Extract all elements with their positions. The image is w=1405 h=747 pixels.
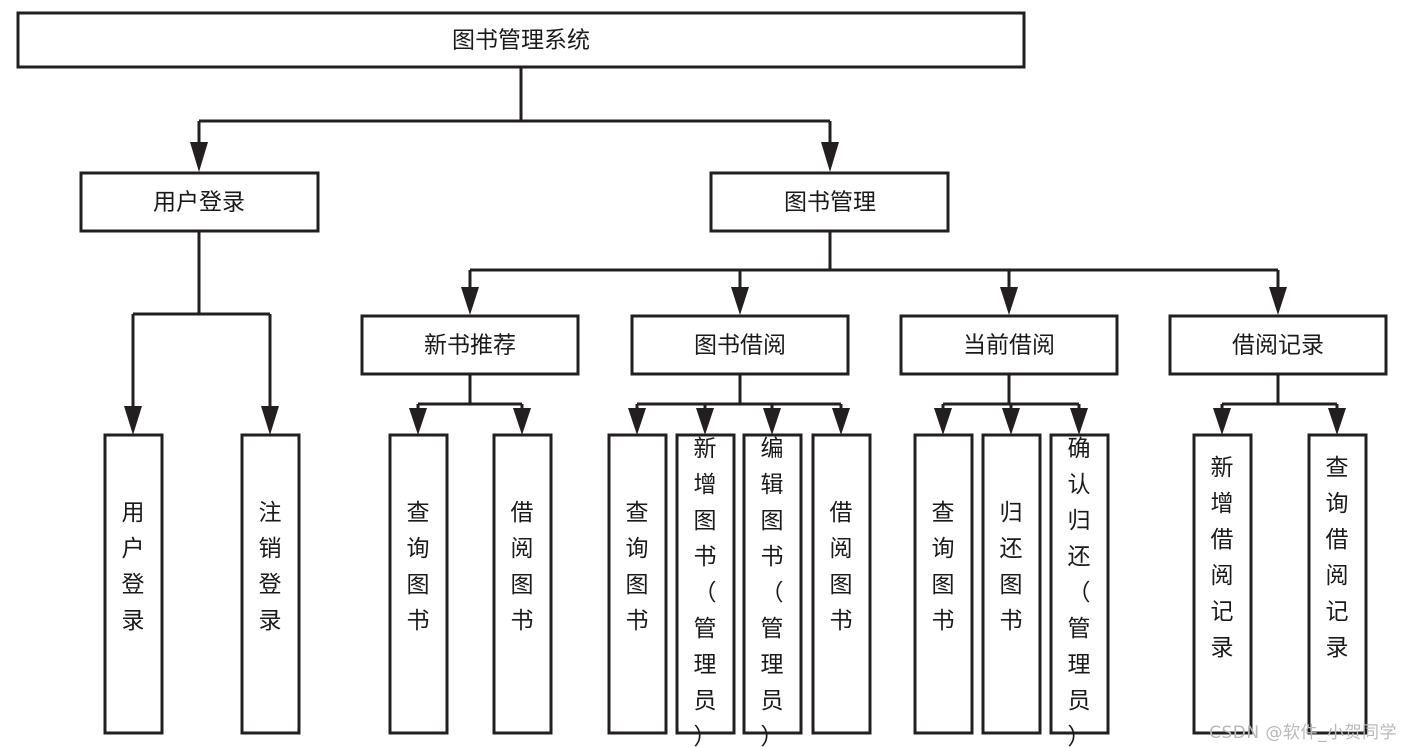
arrow-bookmgmt-c3 bbox=[1000, 287, 1018, 315]
node-current-borrow[interactable]: 当前借阅 bbox=[899, 314, 1119, 376]
arrow-borrowbook-leaf3 bbox=[763, 408, 781, 435]
arrow-borrowbook-leaf4 bbox=[832, 408, 850, 435]
arrow-currentborrow-leaf2 bbox=[1002, 408, 1020, 435]
node-new-book-recommend-box bbox=[360, 314, 580, 376]
leaf-borrow-edit-book-label: 编辑图书（管理员） bbox=[761, 436, 784, 747]
leaf-current-confirm-return-box bbox=[1049, 433, 1110, 735]
arrow-root-to-book-mgmt bbox=[821, 142, 839, 172]
node-current-borrow-box bbox=[899, 314, 1119, 376]
leaf-current-query-book-label: 查询图书 bbox=[932, 500, 955, 634]
leaf-current-confirm-return[interactable]: 确认归还（管理员） bbox=[1049, 433, 1110, 747]
leaf-borrow-query-book-label: 查询图书 bbox=[626, 500, 649, 634]
leaf-user-login-signin[interactable]: 用户登录 bbox=[103, 433, 164, 735]
leaf-borrow-borrow-book-label: 借阅图书 bbox=[830, 500, 853, 634]
leaf-user-login-logout-box bbox=[240, 433, 301, 735]
leaf-newbook-borrow-book-box bbox=[492, 433, 553, 735]
leaf-current-query-book-box bbox=[913, 433, 974, 735]
node-borrow-record[interactable]: 借阅记录 bbox=[1168, 314, 1388, 376]
leaf-record-add-record[interactable]: 新增借阅记录 bbox=[1192, 433, 1253, 735]
leaf-record-add-record-box bbox=[1192, 433, 1253, 735]
arrow-bookmgmt-c4 bbox=[1269, 287, 1287, 315]
leaf-borrow-borrow-book[interactable]: 借阅图书 bbox=[811, 433, 872, 735]
leaf-newbook-borrow-book-label: 借阅图书 bbox=[511, 500, 534, 634]
leaf-borrow-query-book[interactable]: 查询图书 bbox=[607, 433, 668, 735]
leaf-current-query-book[interactable]: 查询图书 bbox=[913, 433, 974, 735]
node-root-box bbox=[16, 11, 1026, 69]
leaf-user-login-logout[interactable]: 注销登录 bbox=[240, 433, 301, 735]
node-new-book-recommend[interactable]: 新书推荐 bbox=[360, 314, 580, 376]
node-book-management-box bbox=[709, 171, 950, 233]
leaf-current-return-book-box bbox=[981, 433, 1042, 735]
leaf-user-login-logout-label: 注销登录 bbox=[259, 500, 282, 634]
arrow-bookmgmt-c1 bbox=[461, 287, 479, 315]
node-user-login-label: 用户登录 bbox=[153, 190, 245, 216]
node-book-borrow[interactable]: 图书借阅 bbox=[630, 314, 850, 376]
leaf-borrow-add-book[interactable]: 新增图书（管理员） bbox=[675, 433, 736, 747]
node-current-borrow-label: 当前借阅 bbox=[963, 333, 1055, 359]
node-borrow-record-box bbox=[1168, 314, 1388, 376]
leaf-user-login-signin-label: 用户登录 bbox=[122, 500, 145, 634]
leaf-borrow-query-book-box bbox=[607, 433, 668, 735]
arrow-newbook-leaf2 bbox=[513, 408, 531, 435]
leaf-newbook-query-book-label: 查询图书 bbox=[407, 500, 430, 634]
node-root-system[interactable]: 图书管理系统 bbox=[16, 11, 1026, 69]
arrow-currentborrow-leaf1 bbox=[934, 408, 952, 435]
leaf-borrow-edit-book-box bbox=[742, 433, 803, 735]
node-book-management-label: 图书管理 bbox=[784, 190, 876, 216]
leaf-borrow-edit-book[interactable]: 编辑图书（管理员） bbox=[742, 433, 803, 747]
node-new-book-recommend-label: 新书推荐 bbox=[424, 333, 516, 359]
leaf-record-query-record[interactable]: 查询借阅记录 bbox=[1307, 433, 1368, 735]
arrow-borrowrecord-leaf2 bbox=[1328, 408, 1346, 435]
arrow-root-to-user-login bbox=[190, 142, 208, 172]
leaf-borrow-borrow-book-box bbox=[811, 433, 872, 735]
leaf-borrow-add-book-label: 新增图书（管理员） bbox=[694, 436, 717, 747]
arrow-borrowrecord-leaf1 bbox=[1213, 408, 1231, 435]
node-book-borrow-label: 图书借阅 bbox=[694, 333, 786, 359]
node-root-label: 图书管理系统 bbox=[452, 28, 590, 54]
arrow-borrowbook-leaf1 bbox=[628, 408, 646, 435]
leaf-newbook-query-book-box bbox=[388, 433, 449, 735]
leaf-borrow-add-book-box bbox=[675, 433, 736, 735]
leaf-current-confirm-return-label: 确认归还（管理员） bbox=[1068, 436, 1091, 747]
arrow-bookmgmt-c2 bbox=[731, 287, 749, 315]
arrow-userlogin-leaf2 bbox=[261, 406, 279, 435]
node-user-login[interactable]: 用户登录 bbox=[79, 171, 320, 233]
arrow-userlogin-leaf1 bbox=[124, 406, 142, 435]
leaf-record-query-record-label: 查询借阅记录 bbox=[1326, 455, 1349, 661]
leaf-record-add-record-label: 新增借阅记录 bbox=[1211, 455, 1234, 661]
node-book-borrow-box bbox=[630, 314, 850, 376]
arrow-borrowbook-leaf2 bbox=[696, 408, 714, 435]
node-borrow-record-label: 借阅记录 bbox=[1232, 333, 1324, 359]
arrow-currentborrow-leaf3 bbox=[1070, 408, 1088, 435]
leaf-record-query-record-box bbox=[1307, 433, 1368, 735]
node-user-login-box bbox=[79, 171, 320, 233]
node-book-management[interactable]: 图书管理 bbox=[709, 171, 950, 233]
leaf-newbook-borrow-book[interactable]: 借阅图书 bbox=[492, 433, 553, 735]
leaf-current-return-book-label: 归还图书 bbox=[1000, 500, 1023, 634]
arrow-newbook-leaf1 bbox=[409, 408, 427, 435]
leaf-user-login-signin-box bbox=[103, 433, 164, 735]
leaf-newbook-query-book[interactable]: 查询图书 bbox=[388, 433, 449, 735]
connector-layer bbox=[124, 67, 1346, 435]
leaf-current-return-book[interactable]: 归还图书 bbox=[981, 433, 1042, 735]
